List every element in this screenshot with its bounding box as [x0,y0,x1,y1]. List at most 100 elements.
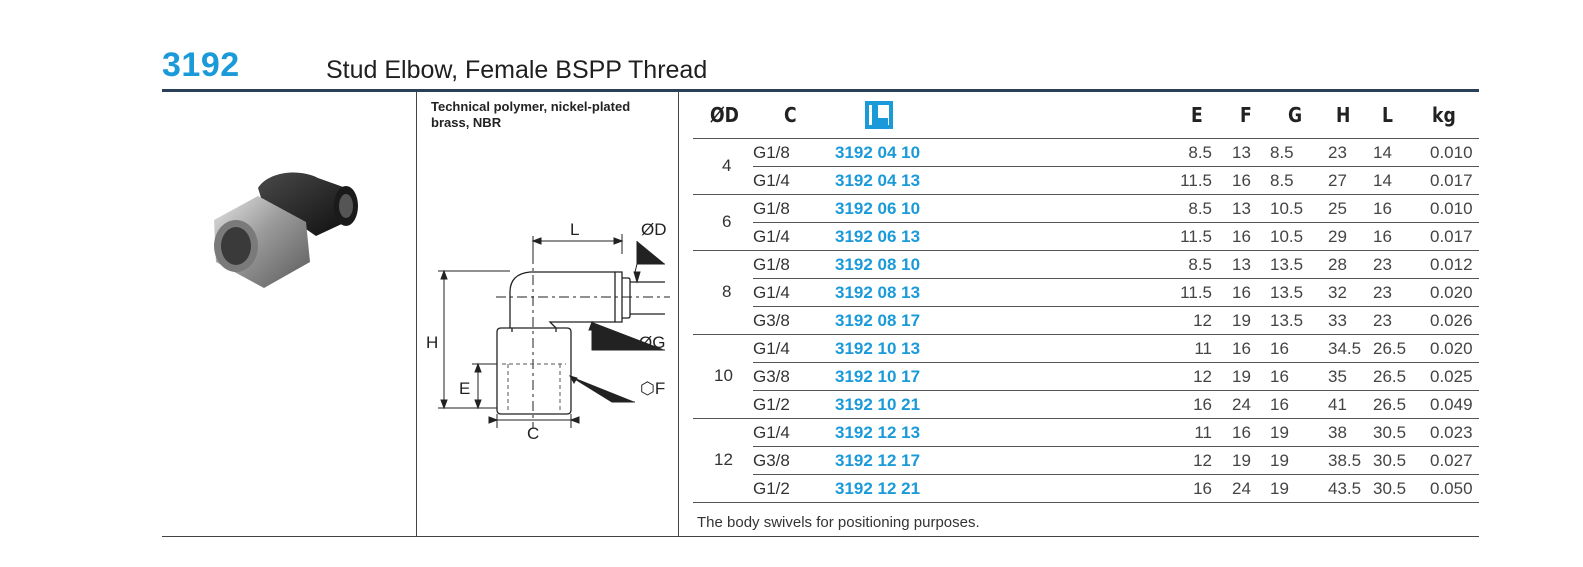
cell-e: 11 [1194,423,1212,442]
cell-c: G1/4 [753,171,790,190]
dimension-label-e: E [459,379,470,398]
dimension-label-h: H [426,333,438,352]
header-c: C [784,103,797,127]
order-number[interactable]: 3192 10 13 [835,339,921,358]
order-number[interactable]: 3192 04 13 [835,171,921,190]
cell-f: 16 [1232,171,1251,190]
cell-g: 8.5 [1270,143,1294,162]
od-value: 6 [722,212,732,231]
cell-f: 16 [1232,283,1251,302]
od-value: 4 [722,156,732,175]
cell-e: 11.5 [1180,171,1212,190]
dimension-label-c: C [527,424,539,443]
dimension-label-og: ØG [639,333,665,352]
order-number[interactable]: 3192 12 13 [835,423,921,442]
cell-f: 16 [1232,227,1251,246]
order-number[interactable]: 3192 12 21 [835,479,921,498]
material-description: Technical polymer, nickel-plated brass, … [431,99,631,130]
footer-rule [162,536,1479,537]
cell-l: 30.5 [1373,451,1407,470]
order-number[interactable]: 3192 10 17 [835,367,921,386]
row-rule [753,166,1479,167]
cell-c: G1/4 [753,227,790,246]
cell-e: 12 [1193,367,1212,386]
cell-c: G3/8 [753,311,790,330]
cell-f: 13 [1232,255,1251,274]
cell-h: 32 [1328,283,1347,302]
column-divider [678,92,679,536]
cell-kg: 0.010 [1430,143,1473,162]
cell-g: 16 [1270,367,1289,386]
cell-kg: 0.049 [1430,395,1473,414]
cell-e: 8.5 [1188,143,1212,162]
cell-kg: 0.020 [1430,283,1473,302]
order-number[interactable]: 3192 06 10 [835,199,921,218]
cell-e: 12 [1193,311,1212,330]
row-rule [693,418,1479,419]
cell-kg: 0.027 [1430,451,1473,470]
cell-c: G1/8 [753,199,790,218]
cell-kg: 0.010 [1430,199,1473,218]
cell-e: 16 [1193,395,1212,414]
row-rule [753,474,1479,475]
cell-e: 16 [1193,479,1212,498]
cell-e: 8.5 [1188,199,1212,218]
cell-kg: 0.026 [1430,311,1473,330]
od-value: 10 [714,366,733,385]
cell-g: 13.5 [1270,311,1304,330]
product-code: 3192 [162,46,240,84]
cell-f: 13 [1232,143,1251,162]
header-f: F [1240,103,1252,127]
cell-e: 8.5 [1188,255,1212,274]
cell-h: 38.5 [1328,451,1362,470]
cell-l: 23 [1373,311,1392,330]
cell-g: 19 [1270,423,1289,442]
cell-c: G1/4 [753,339,790,358]
cell-l: 23 [1373,283,1392,302]
cell-l: 14 [1373,171,1392,190]
cell-l: 26.5 [1373,367,1407,386]
header-l: L [1382,103,1393,127]
cell-g: 13.5 [1270,283,1304,302]
cell-kg: 0.020 [1430,339,1473,358]
cell-l: 14 [1373,143,1392,162]
cell-h: 43.5 [1328,479,1362,498]
cell-f: 16 [1232,339,1251,358]
row-rule [693,334,1479,335]
cell-g: 10.5 [1270,227,1304,246]
row-rule [753,446,1479,447]
cell-h: 29 [1328,227,1347,246]
cell-e: 11.5 [1180,283,1212,302]
cell-e: 11.5 [1180,227,1212,246]
row-rule [753,390,1479,391]
cell-h: 28 [1328,255,1347,274]
dimension-label-f: ⬡F [640,379,665,398]
order-number[interactable]: 3192 12 17 [835,451,921,470]
cell-l: 16 [1373,199,1392,218]
order-number[interactable]: 3192 04 10 [835,143,921,162]
row-rule [753,222,1479,223]
cell-h: 33 [1328,311,1347,330]
cell-g: 10.5 [1270,199,1304,218]
header-g: G [1288,103,1303,127]
cell-c: G3/8 [753,451,790,470]
table-footnote: The body swivels for positioning purpose… [697,514,980,531]
order-number[interactable]: 3192 08 17 [835,311,921,330]
order-number[interactable]: 3192 10 21 [835,395,921,414]
cell-g: 16 [1270,339,1289,358]
order-number[interactable]: 3192 06 13 [835,227,921,246]
dimension-drawing: L ØD H ØG E ⬡F C [426,220,670,443]
cell-c: G1/2 [753,479,790,498]
order-number[interactable]: 3192 08 10 [835,255,921,274]
cell-c: G1/4 [753,423,790,442]
header-rule [162,89,1479,92]
cell-l: 16 [1373,227,1392,246]
cell-kg: 0.023 [1430,423,1473,442]
order-number[interactable]: 3192 08 13 [835,283,921,302]
cell-h: 38 [1328,423,1347,442]
cell-kg: 0.017 [1430,227,1473,246]
dimension-label-od: ØD [641,220,667,239]
cell-g: 19 [1270,451,1289,470]
catalogue-number-icon [865,101,893,129]
cell-c: G1/4 [753,283,790,302]
